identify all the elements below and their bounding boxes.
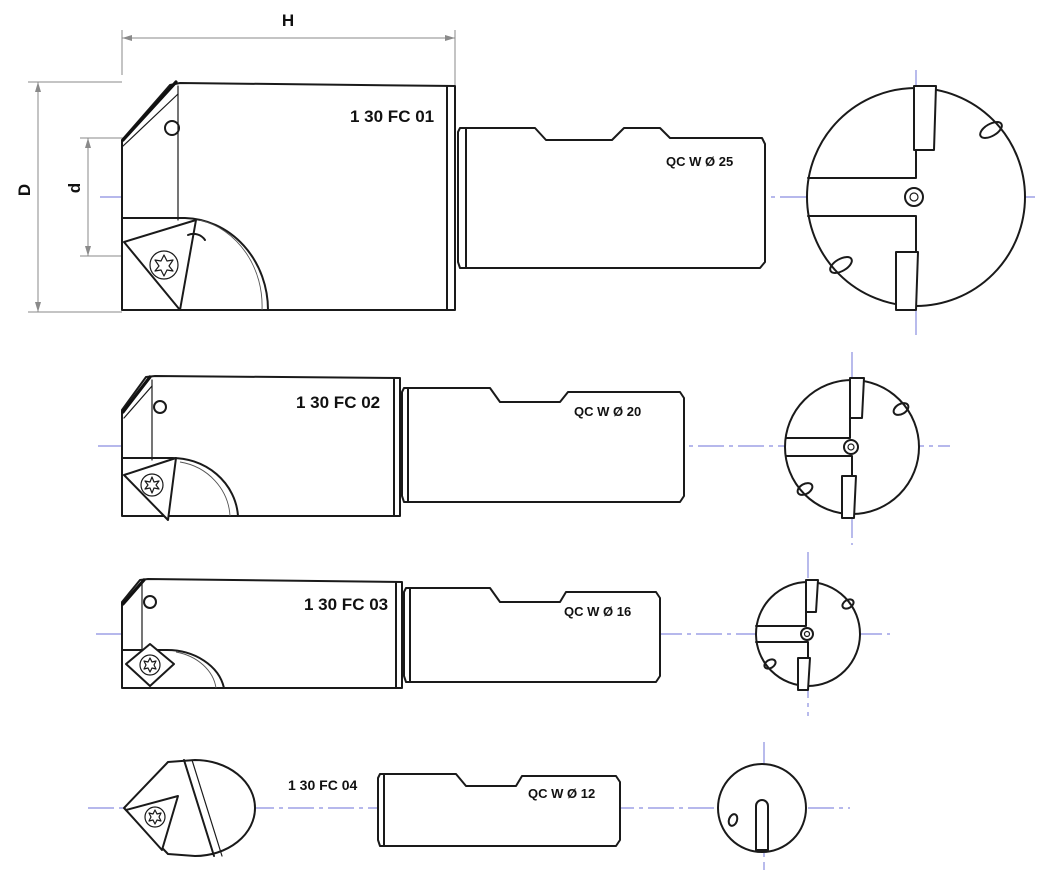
tool-4-side-view: 1 30 FC 04 QC W Ø 12 xyxy=(88,759,850,857)
dimension-d-lower-label: d xyxy=(65,183,84,193)
dimension-h-label: H xyxy=(282,11,294,30)
tool-2-code: 1 30 FC 02 xyxy=(296,393,380,412)
tool-3-code: 1 30 FC 03 xyxy=(304,595,388,614)
tool-2-shank-spec: QC W Ø 20 xyxy=(574,404,641,419)
tool-2-end-view xyxy=(784,352,920,545)
tool-3-shank-spec: QC W Ø 16 xyxy=(564,604,631,619)
tool-1-code: 1 30 FC 01 xyxy=(350,107,434,126)
tool-3-end-view xyxy=(755,552,861,716)
tool-1-side-view: 1 30 FC 01 QC W Ø 25 xyxy=(100,80,1035,311)
tool-4-shank-spec: QC W Ø 12 xyxy=(528,786,595,801)
tool-4-code: 1 30 FC 04 xyxy=(288,777,357,793)
dimension-annotations: H D d xyxy=(15,11,456,313)
tool-4-end-view xyxy=(717,742,807,870)
tool-2-side-view: 1 30 FC 02 QC W Ø 20 xyxy=(98,375,950,521)
tool-1-end-view xyxy=(806,70,1026,335)
dimension-d-upper-label: D xyxy=(15,184,34,196)
tool-3-side-view: 1 30 FC 03 QC W Ø 16 xyxy=(96,578,890,689)
tool-1-shank-spec: QC W Ø 25 xyxy=(666,154,733,169)
